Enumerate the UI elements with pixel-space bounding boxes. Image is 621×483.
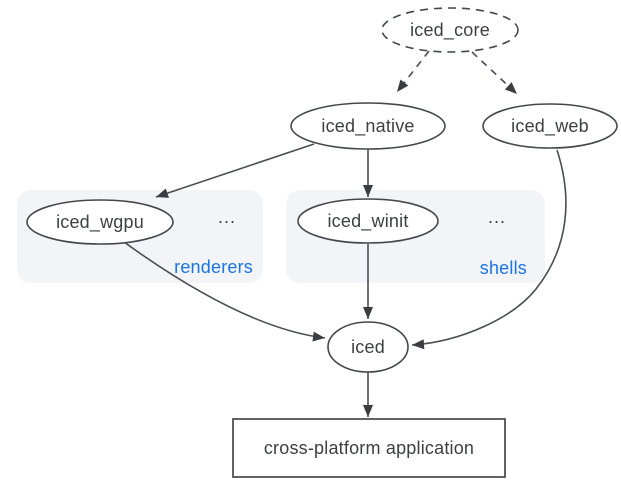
renderers-ellipsis: ... xyxy=(217,207,237,227)
iced-native-label: iced_native xyxy=(321,116,415,136)
iced-core-label: iced_core xyxy=(410,20,490,40)
iced-wgpu-node xyxy=(26,199,174,245)
iced-label: iced xyxy=(351,337,385,357)
edge-core-to-web xyxy=(471,51,518,95)
iced-winit-node xyxy=(297,198,439,244)
renderers-group-label: renderers xyxy=(174,257,253,277)
iced-web-node xyxy=(482,103,618,149)
iced-wgpu-label: iced_wgpu xyxy=(56,212,144,232)
edge-native-to-wgpu xyxy=(155,143,315,198)
iced-core-node xyxy=(381,7,519,53)
iced-native-node xyxy=(290,102,446,150)
shells-group-label: shells xyxy=(479,258,527,278)
app-label: cross-platform application xyxy=(263,438,475,458)
edge-core-to-native xyxy=(396,50,430,93)
iced-winit-label: iced_winit xyxy=(327,211,409,231)
app-box xyxy=(232,418,506,478)
edge-wgpu-to-iced xyxy=(123,241,326,342)
iced-web-label: iced_web xyxy=(511,116,589,136)
edge-web-to-iced xyxy=(411,149,567,350)
shells-ellipsis: ... xyxy=(487,207,507,227)
iced-node xyxy=(327,321,409,373)
